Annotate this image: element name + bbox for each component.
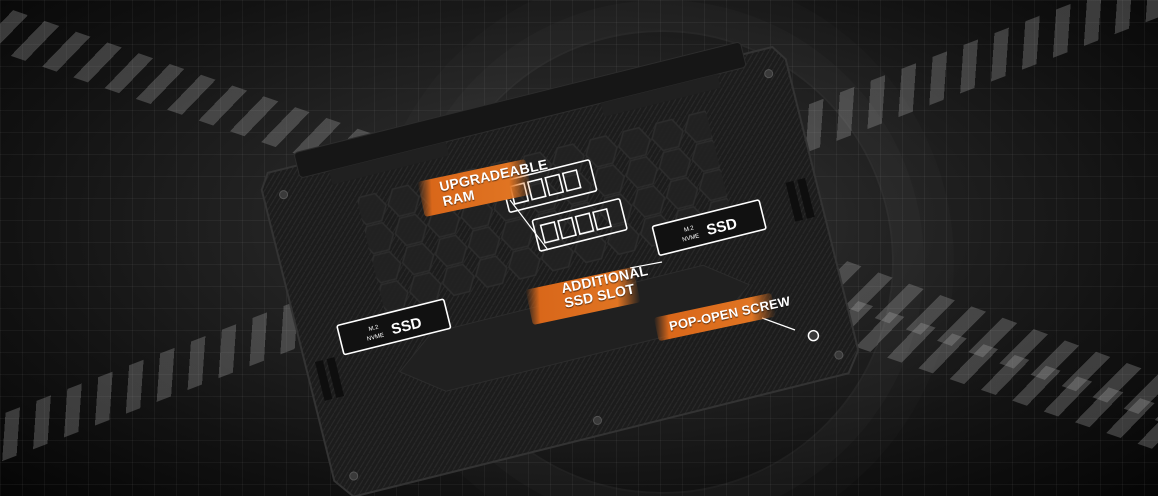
ssd-leader [629,261,663,269]
screw-leader [761,317,796,331]
hex-panel [356,110,735,314]
side-vents [314,177,815,401]
callout-leaders [509,199,796,331]
hinge-bar [294,41,747,178]
vent-left [329,141,449,185]
ssd-left-label: SSD [389,314,423,338]
vent-right [600,74,721,117]
ssd-card-left: M.2 NVME SSD [336,298,452,356]
ram-leader [509,199,549,251]
ssd-right-top: M.2 [683,225,695,233]
ssd-left-bottom: NVME [366,333,384,343]
ssd-left-top: M.2 [368,325,380,333]
ssd-right-bottom: NVME [682,233,700,243]
ssd-right-label: SSD [705,215,739,239]
ssd-card-right: M.2 NVME SSD [651,199,767,256]
ram-stick-2 [531,198,628,252]
screws [279,69,844,481]
